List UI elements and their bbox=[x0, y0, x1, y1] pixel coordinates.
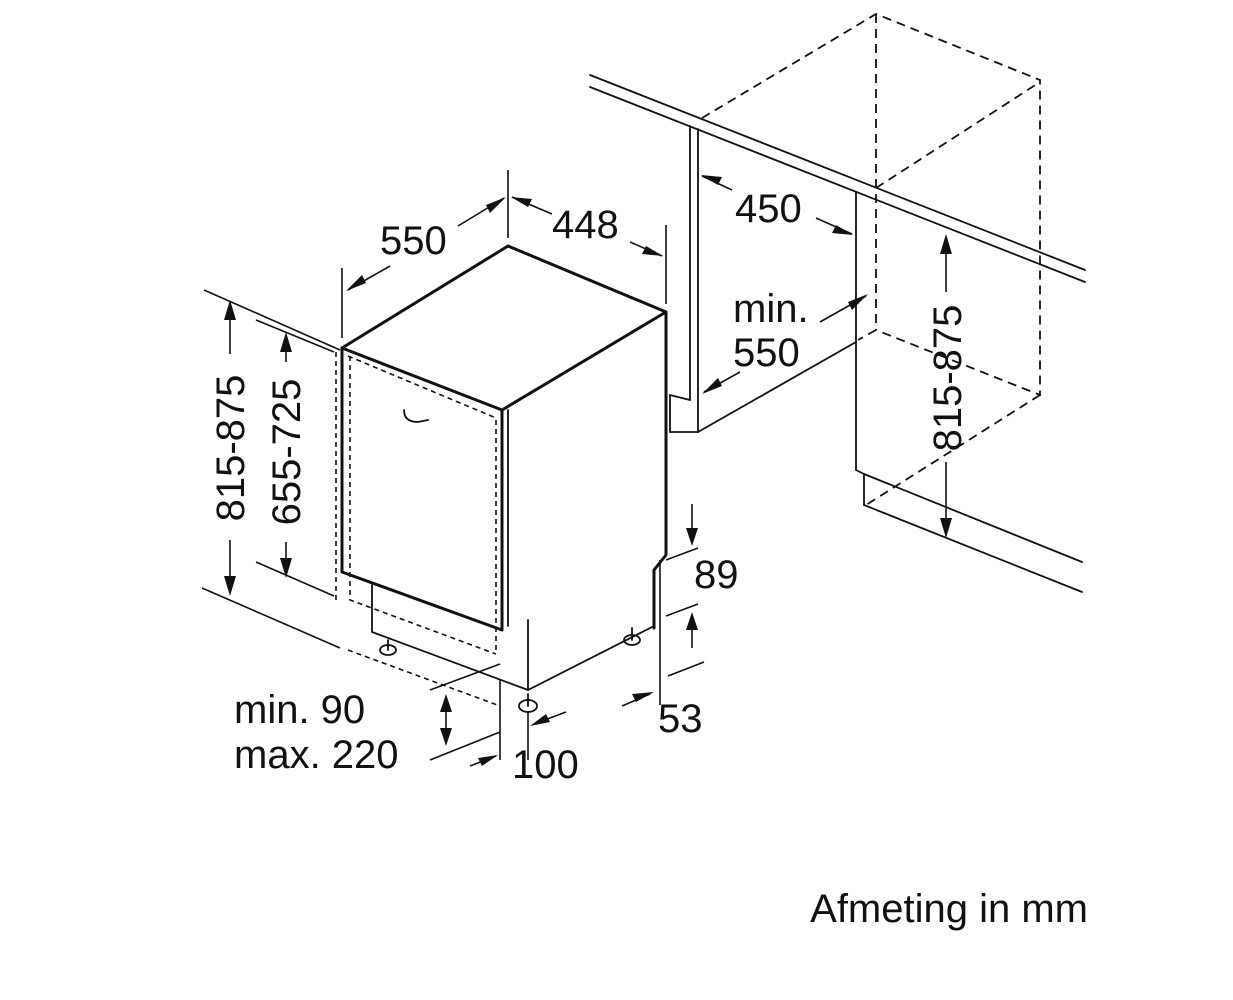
label-depth-550: 550 bbox=[380, 219, 447, 263]
label-plinth-100: 100 bbox=[512, 743, 579, 787]
label-width-448: 448 bbox=[552, 203, 619, 247]
label-plinth-53: 53 bbox=[658, 697, 703, 741]
unit-note: Afmeting in mm bbox=[810, 887, 1088, 931]
door-handle-icon bbox=[403, 409, 429, 423]
label-niche-min-550: 550 bbox=[733, 331, 800, 375]
label-plinth-89: 89 bbox=[694, 553, 739, 597]
label-height-815-875-left: 815-875 bbox=[209, 375, 253, 522]
label-niche-min: min. bbox=[733, 287, 809, 331]
label-height-815-875-right: 815-875 bbox=[926, 305, 970, 452]
label-niche-450: 450 bbox=[735, 187, 802, 231]
installation-niche bbox=[589, 12, 1086, 593]
dimension-lines bbox=[201, 170, 952, 767]
label-height-655-725: 655-725 bbox=[265, 379, 309, 526]
dishwasher bbox=[335, 244, 668, 713]
label-plinth-max-220: max. 220 bbox=[234, 733, 399, 777]
label-plinth-min-90: min. 90 bbox=[234, 688, 365, 732]
dimension-labels: 550 448 450 min. 550 815-875 655-725 815… bbox=[209, 187, 970, 787]
